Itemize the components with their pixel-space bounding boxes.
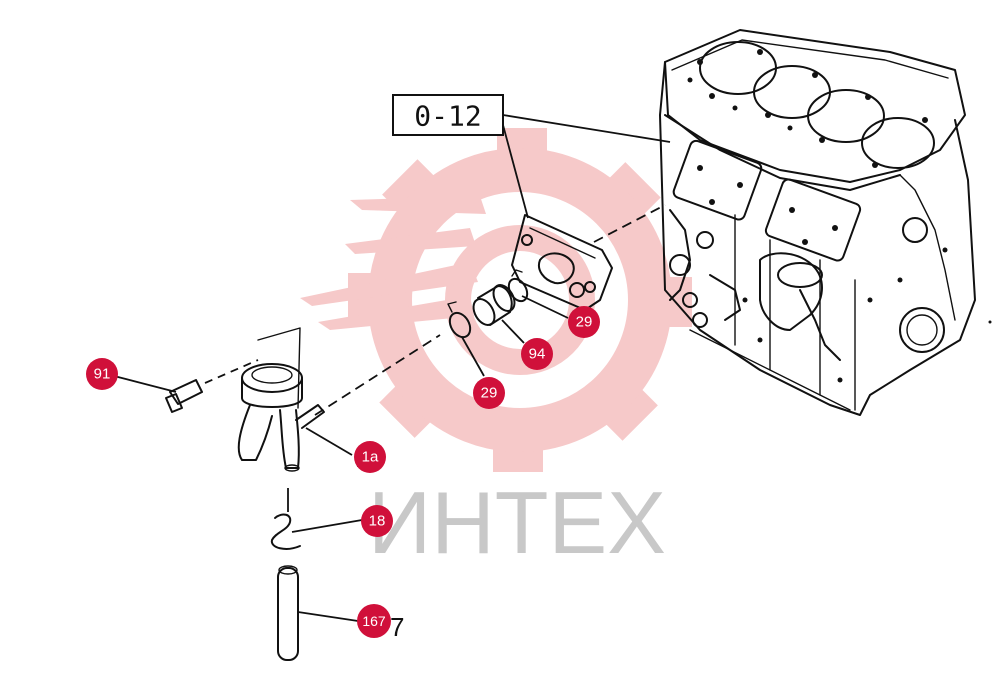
callout-167[interactable]: 167 [357, 604, 391, 638]
callout-91[interactable]: 91 [86, 358, 118, 390]
callout-94[interactable]: 94 [521, 338, 553, 370]
callout-18[interactable]: 18 [361, 505, 393, 537]
watermark-text: ИНТЕХ [368, 473, 666, 572]
callout-18-label: 18 [369, 513, 386, 530]
thermostat-pipe-assembly [237, 327, 325, 472]
water-outlet-housing [511, 214, 613, 311]
clamp-29-upper [507, 269, 529, 303]
callout-91-label: 91 [94, 366, 111, 383]
callout-167-label: 167 [362, 613, 386, 629]
engine-block [659, 29, 992, 416]
clip-18 [270, 513, 301, 550]
reference-box: 0-12 [392, 94, 504, 136]
callout-29-lower[interactable]: 29 [473, 377, 505, 409]
callout-1a[interactable]: 1a [354, 441, 386, 473]
clamp-29-lower [447, 301, 472, 339]
watermark-gear-icon [300, 128, 692, 472]
callout-94-label: 94 [529, 346, 546, 363]
pipe-167 [277, 565, 299, 661]
callout-29-upper-label: 29 [576, 314, 593, 331]
callout-1a-label: 1a [362, 449, 379, 466]
callout-29-lower-label: 29 [481, 385, 498, 402]
bolt-91 [165, 379, 203, 413]
callout-29-upper[interactable]: 29 [568, 306, 600, 338]
stray-digit: 7 [390, 612, 404, 642]
hose-94 [472, 284, 516, 326]
reference-box-label: 0-12 [414, 100, 481, 133]
